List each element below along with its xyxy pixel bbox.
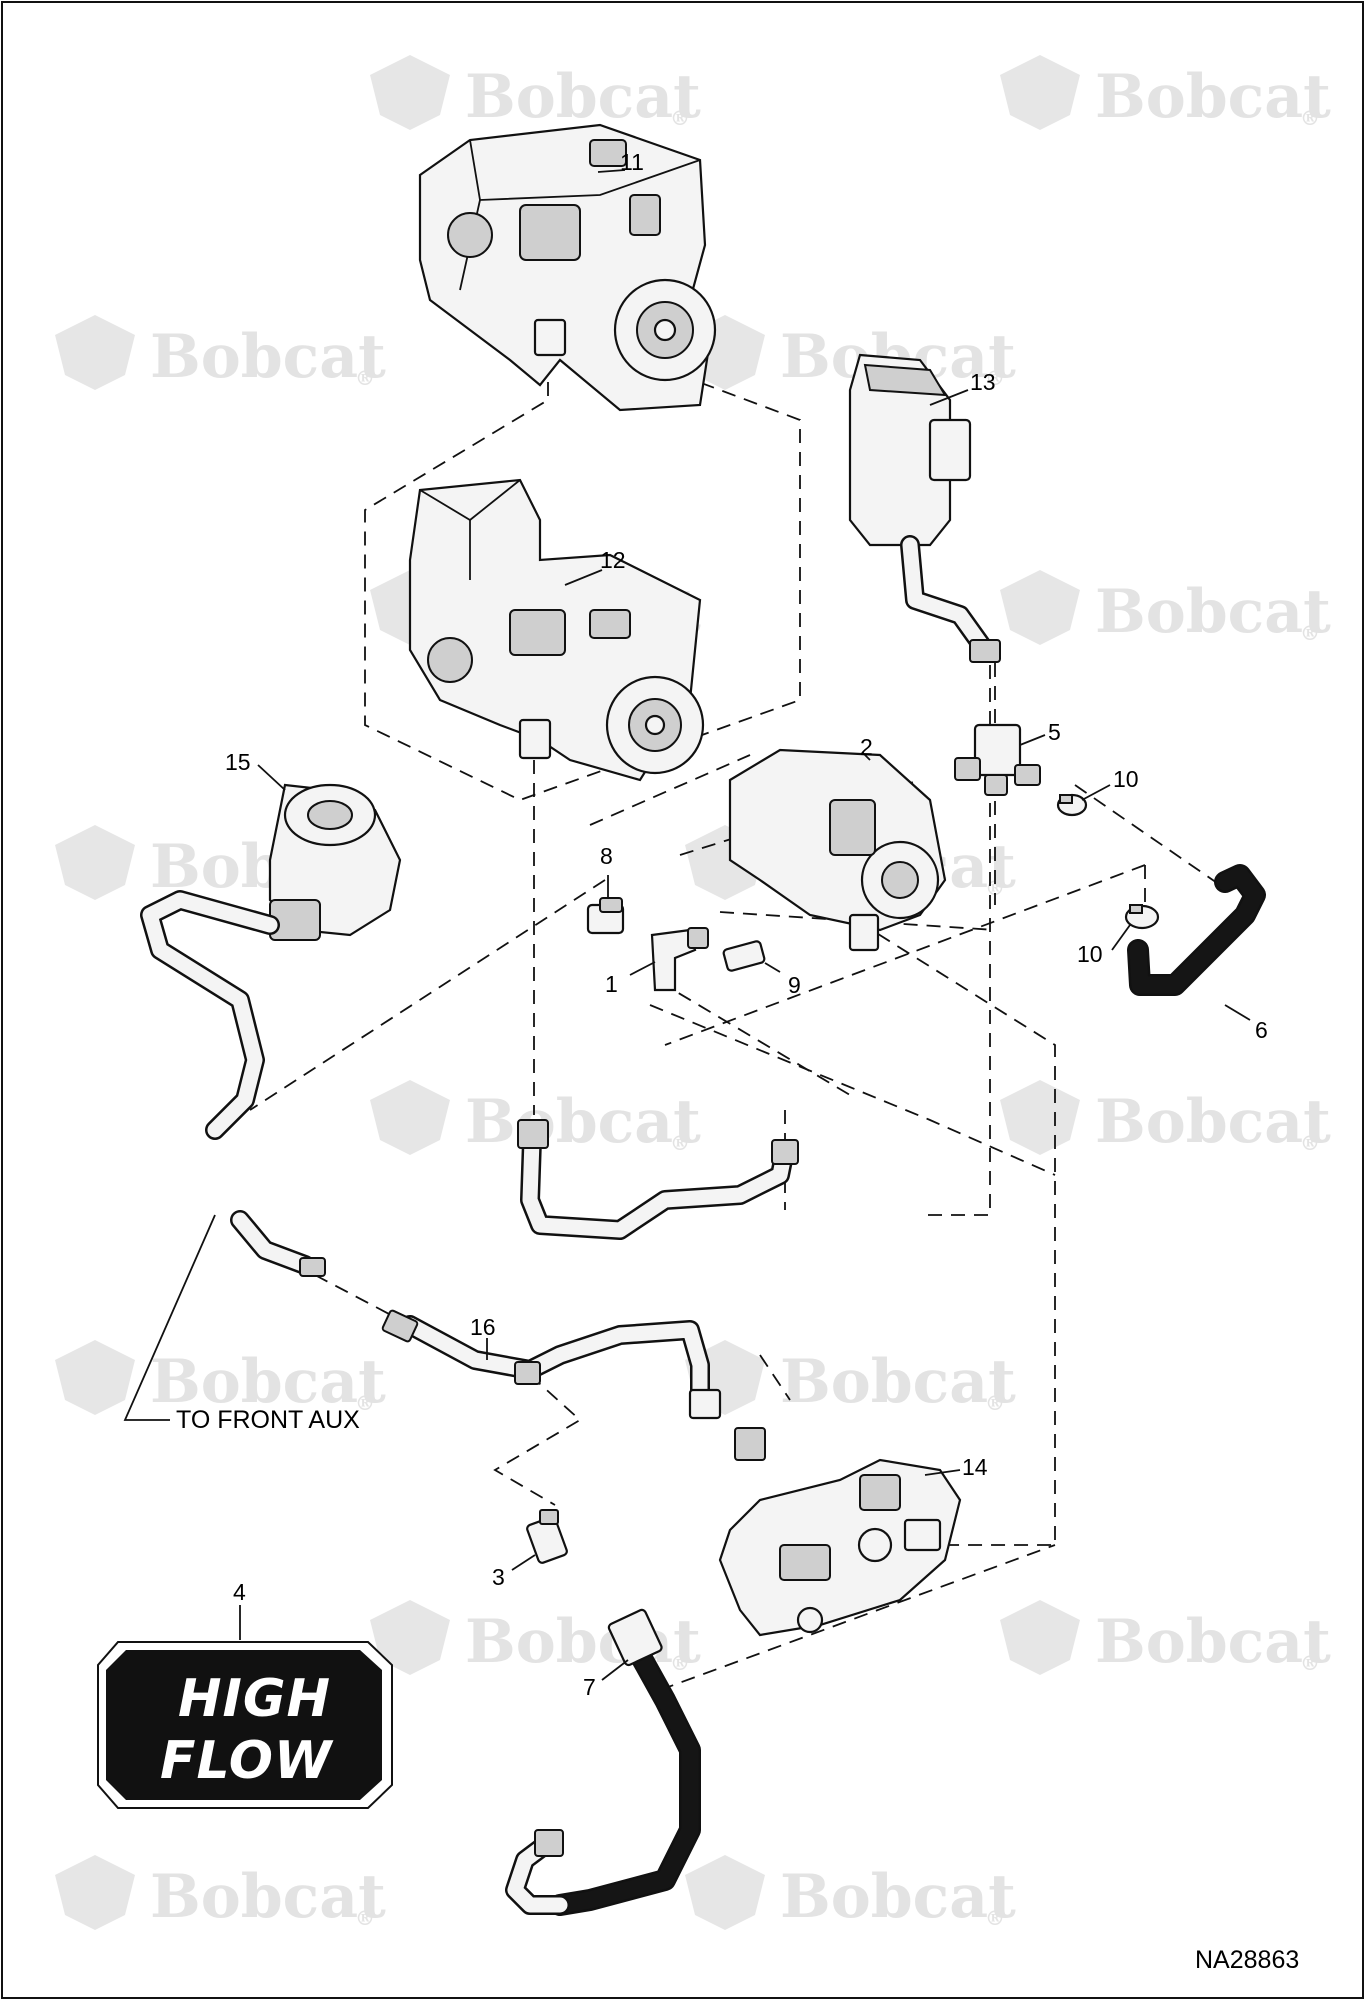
watermark: Bobcat ® <box>685 1855 1016 1932</box>
part-11-hydrostatic-pump <box>418 123 717 412</box>
svg-text:®: ® <box>670 106 690 130</box>
dashed-assembly-lines <box>249 359 1221 1691</box>
bobcat-logo-icon <box>1000 55 1080 130</box>
svg-text:®: ® <box>355 1906 375 1930</box>
bobcat-logo-icon <box>55 1340 135 1415</box>
bobcat-logo-icon <box>55 1855 135 1930</box>
part-7-hose <box>505 1608 701 1916</box>
svg-text:Bobcat: Bobcat <box>465 1087 701 1157</box>
part-16-tube-assembly <box>230 1210 766 1461</box>
svg-text:®: ® <box>355 366 375 390</box>
watermark: Bobcat ® <box>370 1080 701 1157</box>
watermark: Bobcat ® <box>55 1340 386 1417</box>
svg-text:®: ® <box>1300 1131 1320 1155</box>
svg-text:®: ® <box>355 1391 375 1415</box>
callout-2: 2 <box>860 734 873 760</box>
watermark: Bobcat ® <box>1000 55 1331 132</box>
watermark: Bobcat ® <box>685 1340 1016 1417</box>
svg-text:®: ® <box>670 1651 690 1675</box>
part-14-control-valve <box>718 1458 962 1637</box>
svg-text:Bobcat: Bobcat <box>1095 1607 1331 1677</box>
svg-text:®: ® <box>985 1391 1005 1415</box>
part-12-pump-with-bracket <box>408 478 705 782</box>
part-5-tee-fitting <box>954 723 1041 796</box>
watermark-layer: Bobcat ® Bobcat ® Bobcat ® Bobcat ® Bobc… <box>55 55 1331 1932</box>
part-15-sensor <box>140 783 402 1140</box>
callout-11: 11 <box>620 149 644 175</box>
watermark: Bobcat ® <box>685 315 1016 392</box>
part-9-fitting <box>722 940 766 972</box>
part-2-gear-pump <box>728 748 947 952</box>
watermark: Bobcat ® <box>55 315 386 392</box>
part-13-filter-housing <box>848 353 1001 663</box>
part-6-curved-hose <box>1127 864 1266 996</box>
decal-line-2: FLOW <box>160 1731 334 1791</box>
bobcat-logo-icon <box>55 315 135 390</box>
front-aux-note: TO FRONT AUX <box>176 1406 360 1434</box>
callout-15: 15 <box>225 749 251 775</box>
callout-7: 7 <box>583 1674 596 1700</box>
svg-text:Bobcat: Bobcat <box>780 1862 1016 1932</box>
watermark: Bobcat ® <box>1000 570 1331 647</box>
svg-text:®: ® <box>1300 106 1320 130</box>
svg-text:®: ® <box>985 366 1005 390</box>
svg-text:Bobcat: Bobcat <box>150 1862 386 1932</box>
callout-6: 6 <box>1255 1017 1268 1043</box>
svg-text:Bobcat: Bobcat <box>150 322 386 392</box>
bobcat-logo-icon <box>370 1080 450 1155</box>
bobcat-logo-icon <box>1000 1080 1080 1155</box>
callout-10-upper: 10 <box>1113 766 1139 792</box>
callout-5: 5 <box>1048 719 1061 745</box>
part-8-fitting <box>586 897 625 935</box>
watermark: Bobcat ® <box>55 1855 386 1932</box>
svg-text:Bobcat: Bobcat <box>1095 1087 1331 1157</box>
callout-13: 13 <box>970 369 996 395</box>
bobcat-logo-icon <box>685 1855 765 1930</box>
watermark: Bobcat ® <box>1000 1080 1331 1157</box>
callout-16: 16 <box>470 1314 496 1340</box>
callout-3: 3 <box>492 1564 505 1590</box>
tube-assembly-middle <box>517 1119 799 1240</box>
svg-text:Bobcat: Bobcat <box>1095 62 1331 132</box>
svg-text:®: ® <box>1300 621 1320 645</box>
svg-text:®: ® <box>985 1906 1005 1930</box>
part-3-adapter <box>526 1509 568 1564</box>
svg-text:®: ® <box>1300 1651 1320 1675</box>
callout-9: 9 <box>788 972 801 998</box>
part-10-clamp-lower <box>1124 904 1160 930</box>
callout-10-lower: 10 <box>1077 941 1103 967</box>
svg-text:Bobcat: Bobcat <box>1095 577 1331 647</box>
callout-4: 4 <box>233 1579 246 1605</box>
bobcat-logo-icon <box>1000 570 1080 645</box>
part-10-clamp-upper <box>1056 793 1088 817</box>
bobcat-logo-icon <box>1000 1600 1080 1675</box>
svg-text:Bobcat: Bobcat <box>150 1347 386 1417</box>
svg-text:Bobcat: Bobcat <box>465 62 701 132</box>
figure-id: NA28863 <box>1195 1946 1299 1974</box>
callout-14: 14 <box>962 1454 988 1480</box>
svg-text:®: ® <box>670 1131 690 1155</box>
watermark: Bobcat ® <box>370 1600 701 1677</box>
bobcat-logo-icon <box>370 1600 450 1675</box>
callout-12: 12 <box>600 547 626 573</box>
front-aux-leader: TO FRONT AUX <box>123 1214 360 1434</box>
bobcat-logo-icon <box>370 55 450 130</box>
callout-1: 1 <box>605 971 618 997</box>
watermark: Bobcat ® <box>370 55 701 132</box>
callouts: 11 12 13 5 2 10 10 6 15 8 1 9 16 14 3 7 <box>225 149 1268 1700</box>
part-1-elbow-fitting <box>650 927 709 992</box>
callout-8: 8 <box>600 843 613 869</box>
svg-text:Bobcat: Bobcat <box>465 1607 701 1677</box>
bobcat-logo-icon <box>55 825 135 900</box>
svg-text:Bobcat: Bobcat <box>780 1347 1016 1417</box>
decal-line-1: HIGH <box>178 1669 331 1729</box>
watermark: Bobcat ® <box>1000 1600 1331 1677</box>
part-4-high-flow-decal: HIGH FLOW <box>97 1641 393 1809</box>
